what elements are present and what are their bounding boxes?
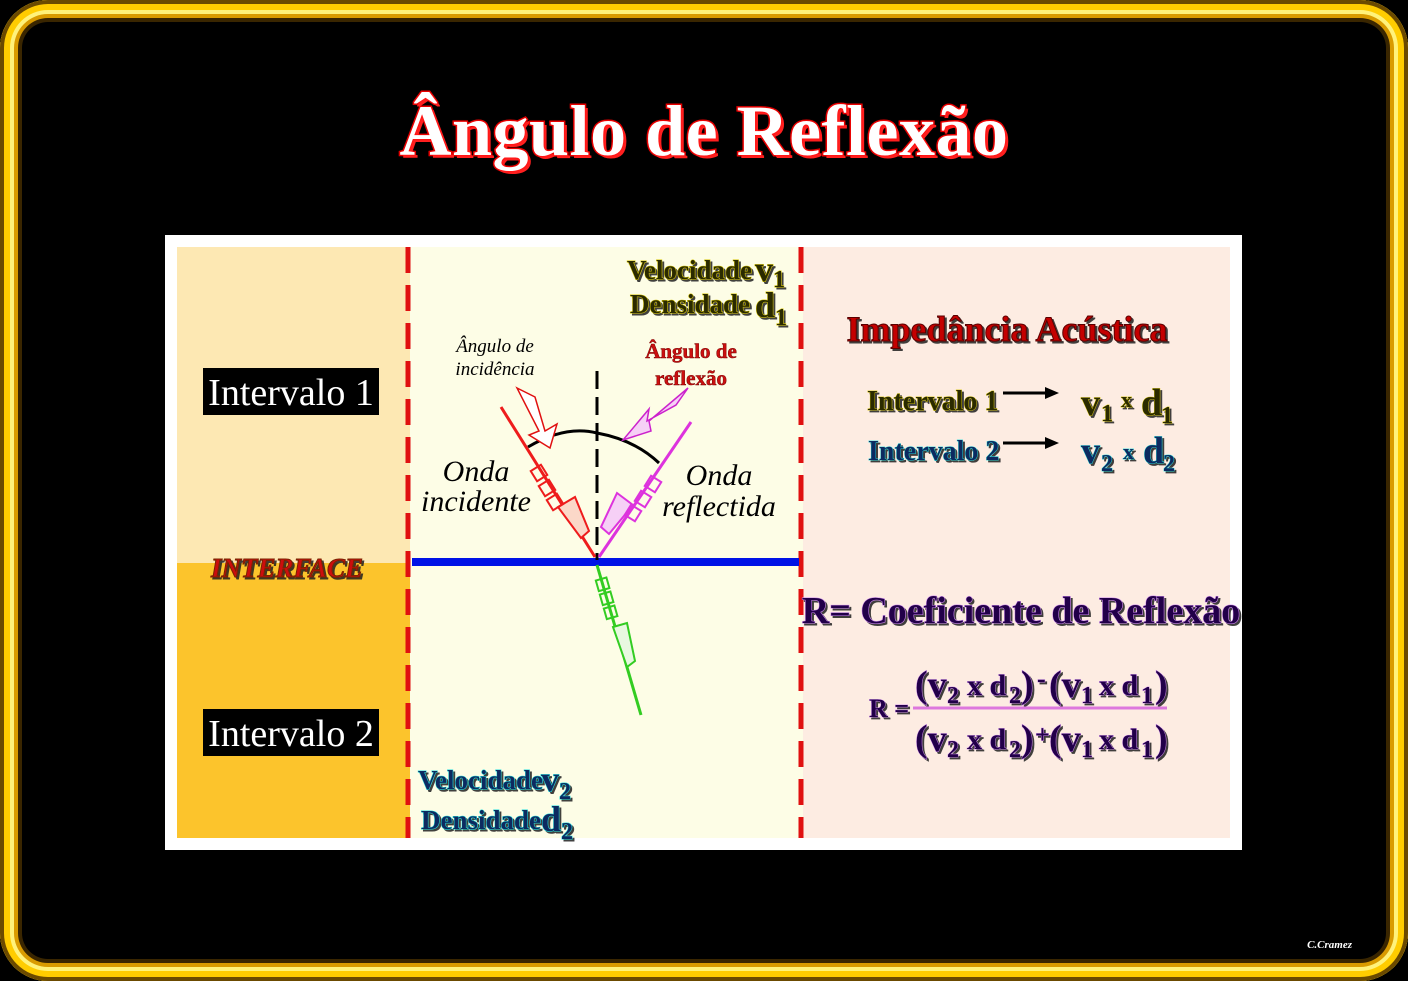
den-right-times-d: x d — [1099, 723, 1139, 756]
reflected-ray — [597, 421, 693, 558]
top-density-label: Densidade — [630, 289, 750, 319]
den-right-sub: 1 — [1081, 737, 1093, 763]
bottom-density-label: Densidade — [421, 805, 541, 835]
incident-ray — [499, 406, 597, 558]
den-right-open: (v — [1049, 718, 1081, 760]
den-left-close: ) — [1021, 718, 1034, 760]
bottom-velocity-symbol: v — [541, 759, 559, 799]
impedance-row2-d-sub: 2 — [1163, 451, 1175, 477]
den-right-close: ) — [1155, 718, 1168, 760]
num-left-sub: 2 — [947, 683, 959, 709]
num-right-d-sub: 1 — [1141, 683, 1153, 709]
impedance-row1-arrowhead — [1045, 387, 1059, 399]
formula-area — [803, 247, 1230, 838]
num-minus: - — [1037, 664, 1046, 693]
bottom-density-subscript: 2 — [561, 819, 573, 845]
angle-incidence-line1: Ângulo de — [454, 335, 534, 357]
den-plus: + — [1035, 720, 1050, 749]
num-right-sub: 1 — [1081, 683, 1093, 709]
impedance-row2-v-sub: 2 — [1101, 451, 1113, 477]
den-left-times-d: x d — [967, 723, 1007, 756]
model-area — [410, 247, 803, 838]
impedance-row2-v: v — [1081, 430, 1100, 472]
den-left-sub: 2 — [947, 737, 959, 763]
top-velocity-symbol: v — [755, 249, 773, 289]
num-right-times-d: x d — [1099, 669, 1139, 702]
impedance-row1-label: Intervalo 1 — [867, 386, 998, 417]
interval2-band — [177, 563, 410, 838]
coefficient-title: R= Coeficiente de Reflexão — [802, 590, 1240, 632]
top-density-subscript: 1 — [775, 305, 787, 331]
reflection-pointer-arrow — [620, 387, 689, 442]
interval1-label: Intervalo 1 — [208, 372, 374, 414]
impedance-row2-label: Intervalo 2 — [868, 436, 999, 467]
interval1-label-box — [203, 368, 379, 415]
wave-incident-line2: incidente — [421, 485, 531, 518]
angle-reflection-line2: reflexão — [655, 366, 727, 390]
incidence-pointer-arrow — [515, 386, 559, 450]
interval2-label-box — [203, 709, 379, 756]
interval2-label: Intervalo 2 — [208, 713, 374, 755]
num-right-close: ) — [1155, 664, 1168, 706]
page-title: Ângulo de Reflexão — [398, 90, 1009, 173]
num-left-d-sub: 2 — [1009, 683, 1021, 709]
impedance-row1-v: v — [1081, 382, 1100, 424]
num-left-open: (v — [915, 664, 947, 706]
den-left-d-sub: 2 — [1009, 737, 1021, 763]
impedance-row2-arrowhead — [1045, 437, 1059, 449]
bottom-density-symbol: d — [541, 799, 561, 839]
num-left-times-d: x d — [967, 669, 1007, 702]
impedance-title: Impedância Acústica — [846, 309, 1167, 349]
top-velocity-subscript: 1 — [773, 267, 785, 293]
angle-reflection-line1: Ângulo de — [645, 339, 737, 363]
top-velocity-label: Velocidade — [627, 255, 752, 285]
transmitted-ray — [594, 564, 643, 716]
impedance-row1-times: x — [1121, 387, 1132, 412]
bottom-velocity-label: Velocidade — [418, 765, 543, 795]
top-density-symbol: d — [755, 285, 775, 325]
angle-incidence-line2: incidência — [455, 359, 534, 380]
interface-label: INTERFACE — [210, 553, 363, 583]
bottom-velocity-subscript: 2 — [559, 779, 571, 805]
wave-reflected-line2: reflectida — [662, 490, 776, 523]
author-credit: C.Cramez — [1307, 939, 1352, 951]
den-right-d-sub: 1 — [1141, 737, 1153, 763]
impedance-row2-d: d — [1143, 430, 1164, 472]
impedance-row2-times: x — [1123, 439, 1134, 464]
reflection-diagram: Intervalo 1 Intervalo 2 INTERFACE Veloci… — [177, 247, 1241, 846]
impedance-row1-d: d — [1141, 382, 1162, 424]
diagram-panel: Intervalo 1 Intervalo 2 INTERFACE Veloci… — [165, 235, 1242, 850]
wave-reflected-line1: Onda — [686, 459, 753, 492]
impedance-row1-d-sub: 1 — [1161, 403, 1173, 429]
impedance-row1-v-sub: 1 — [1101, 401, 1113, 427]
den-left-open: (v — [915, 718, 947, 760]
num-right-open: (v — [1049, 664, 1081, 706]
r-equals: R = — [869, 694, 909, 723]
num-left-close: ) — [1021, 664, 1034, 706]
wave-incident-line1: Onda — [443, 455, 510, 488]
